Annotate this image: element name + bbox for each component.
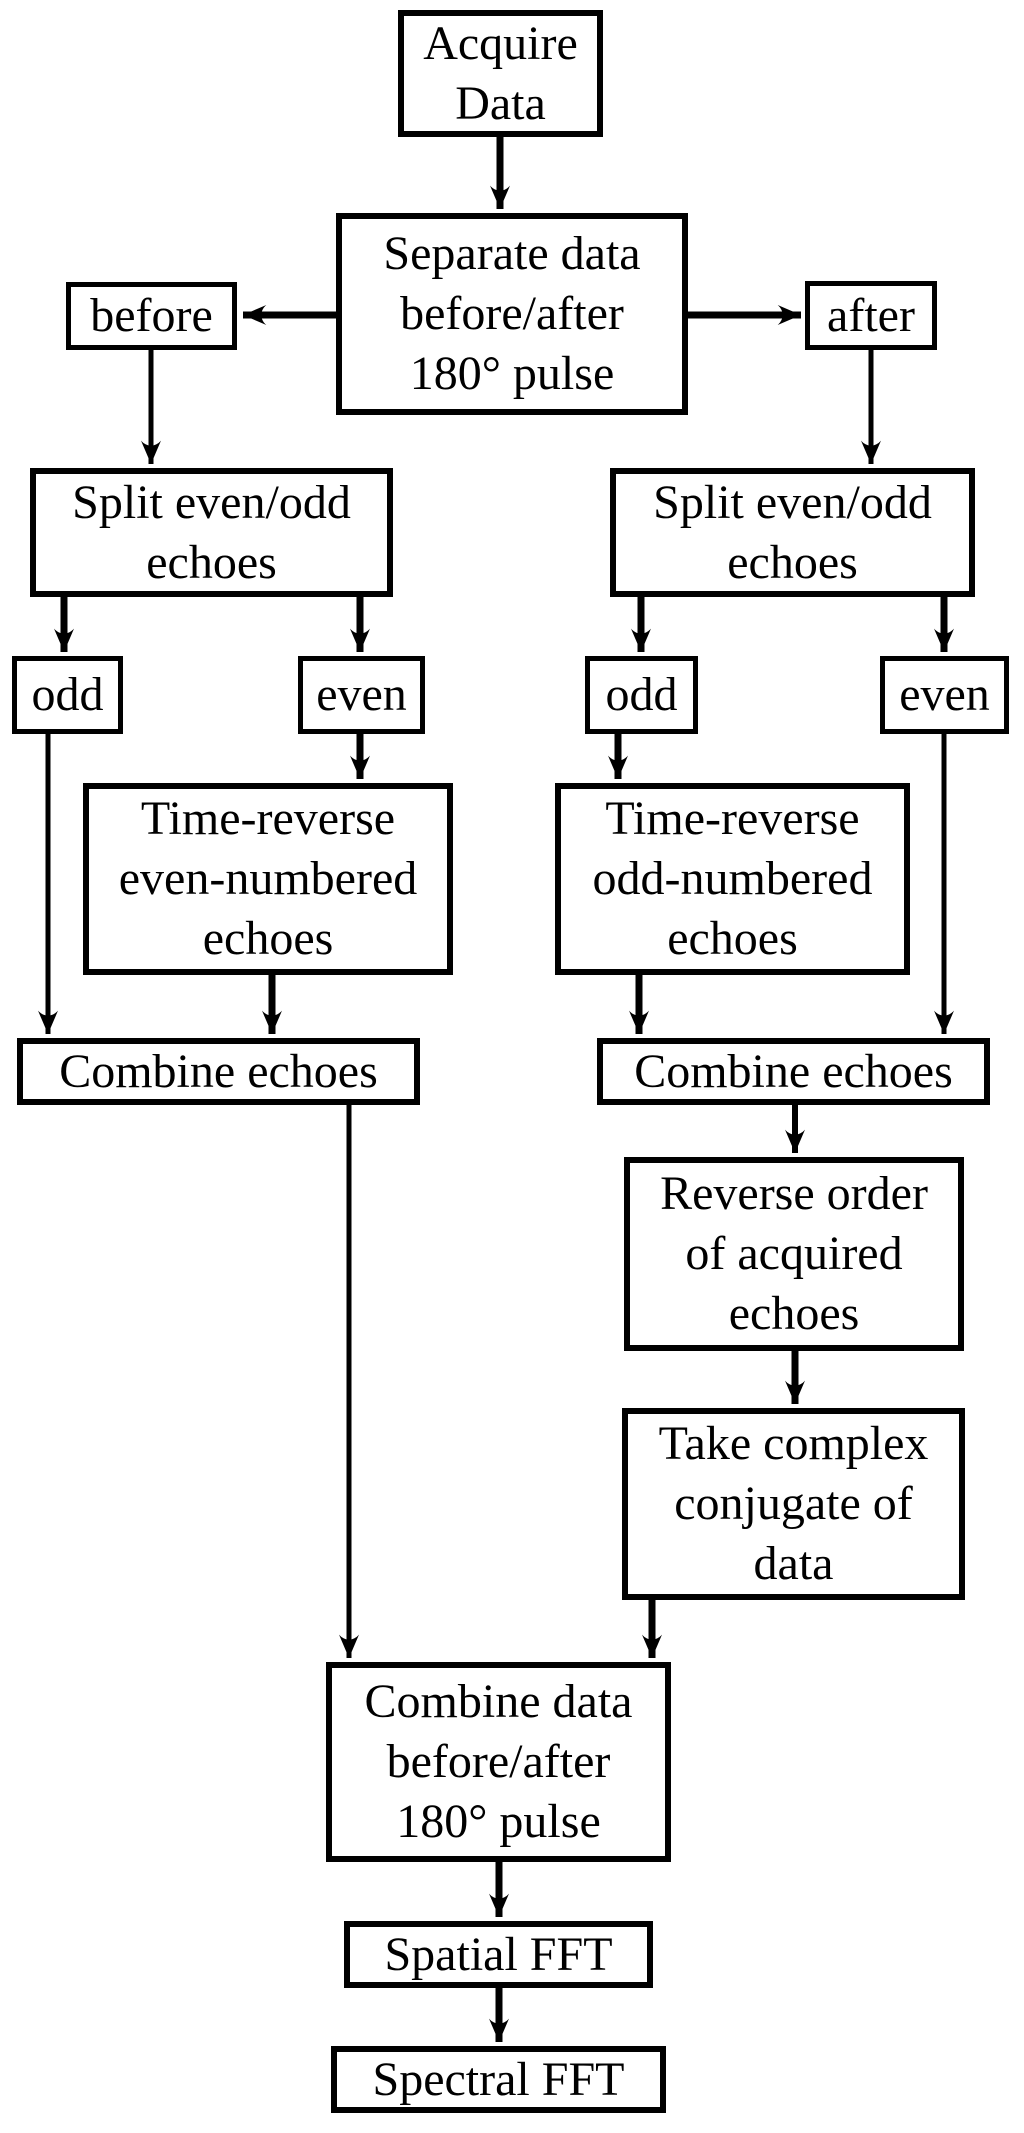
node-time-reverse-odd: Time-reverse odd-numbered echoes xyxy=(555,783,910,975)
node-even-right: even xyxy=(880,656,1009,734)
node-odd-left: odd xyxy=(12,656,123,734)
node-combine-echoes-left: Combine echoes xyxy=(17,1038,420,1105)
node-separate-data: Separate data before/after 180° pulse xyxy=(336,213,688,415)
node-combine-data: Combine data before/after 180° pulse xyxy=(326,1662,671,1862)
node-combine-echoes-right: Combine echoes xyxy=(597,1038,990,1105)
node-spectral-fft: Spectral FFT xyxy=(331,2046,666,2113)
node-reverse-order: Reverse order of acquired echoes xyxy=(624,1157,964,1351)
node-time-reverse-even: Time-reverse even-numbered echoes xyxy=(83,783,453,975)
node-after: after xyxy=(805,281,937,350)
node-odd-right: odd xyxy=(585,656,698,734)
node-split-even-odd-right: Split even/odd echoes xyxy=(610,468,975,597)
node-spatial-fft: Spatial FFT xyxy=(344,1921,653,1988)
node-complex-conjugate: Take complex conjugate of data xyxy=(622,1408,965,1600)
node-before: before xyxy=(66,282,237,350)
node-split-even-odd-left: Split even/odd echoes xyxy=(30,468,393,597)
node-acquire-data: Acquire Data xyxy=(398,10,603,137)
node-even-left: even xyxy=(298,656,425,734)
